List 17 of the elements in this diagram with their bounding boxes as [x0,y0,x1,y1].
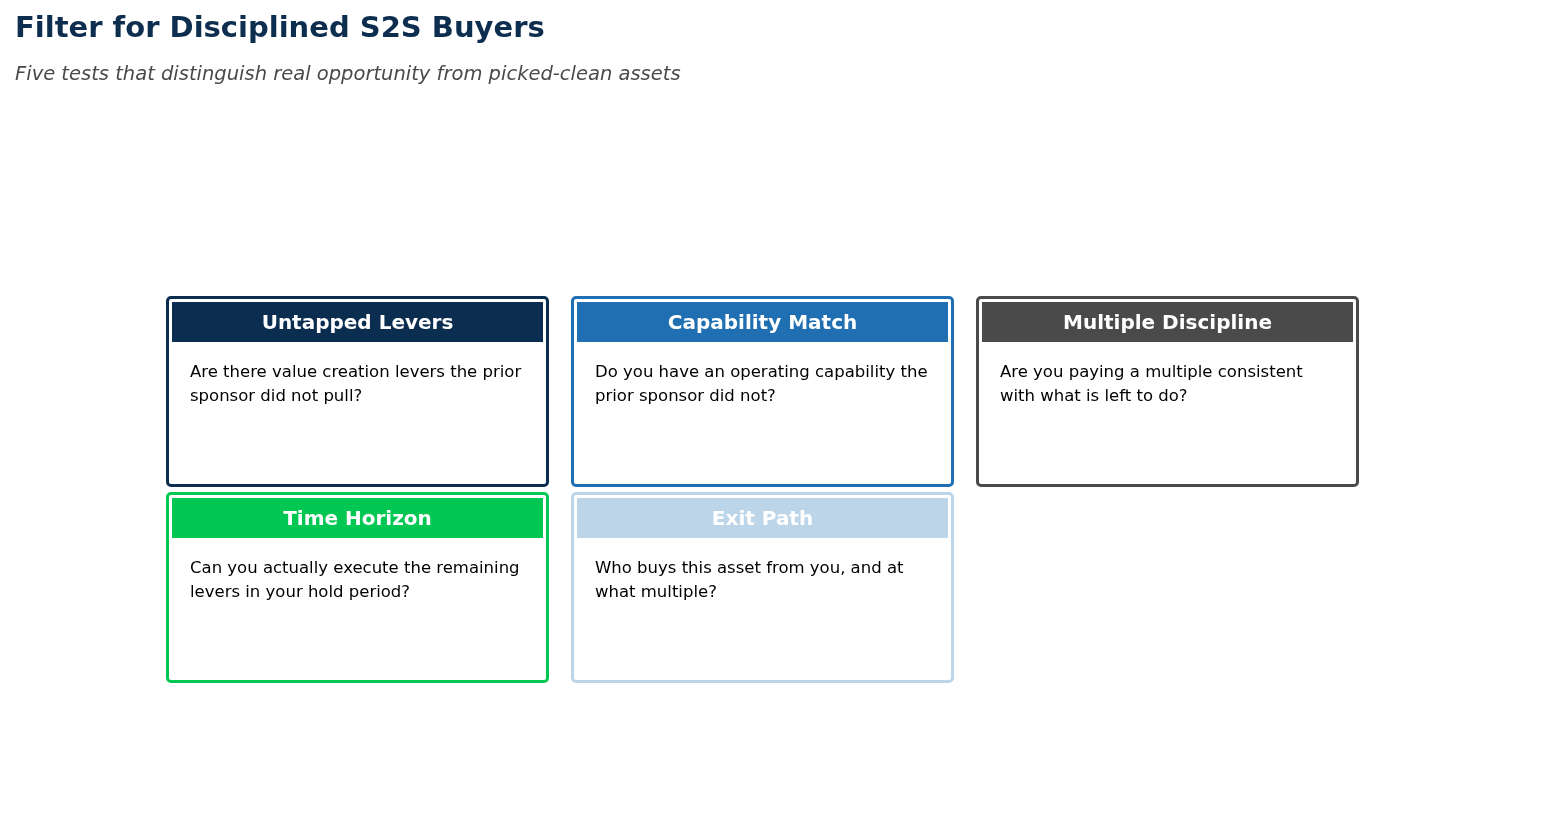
card-heading: Multiple Discipline [982,302,1353,342]
card-question: Who buys this asset from you, and at what multiple? [595,557,905,603]
test-card [166,492,549,683]
card-heading: Capability Match [577,302,948,342]
card-question: Do you have an operating capability the prior sponsor did not? [595,361,929,407]
card-heading: Time Horizon [172,498,543,538]
diagram-subtitle: Five tests that distinguish real opportunity from picked-clean assets [15,62,681,85]
test-card [571,296,954,487]
test-card [976,296,1359,487]
test-card [166,296,549,487]
card-heading: Exit Path [577,498,948,538]
card-question: Are you paying a multiple consistent with what is left to do? [1000,361,1304,407]
card-question: Are there value creation levers the prior sponsor did not pull? [190,361,523,407]
card-question: Can you actually execute the remaining levers in your hold period? [190,557,521,603]
card-heading: Untapped Levers [172,302,543,342]
diagram-title: Filter for Disciplined S2S Buyers [15,10,545,44]
test-card [571,492,954,683]
